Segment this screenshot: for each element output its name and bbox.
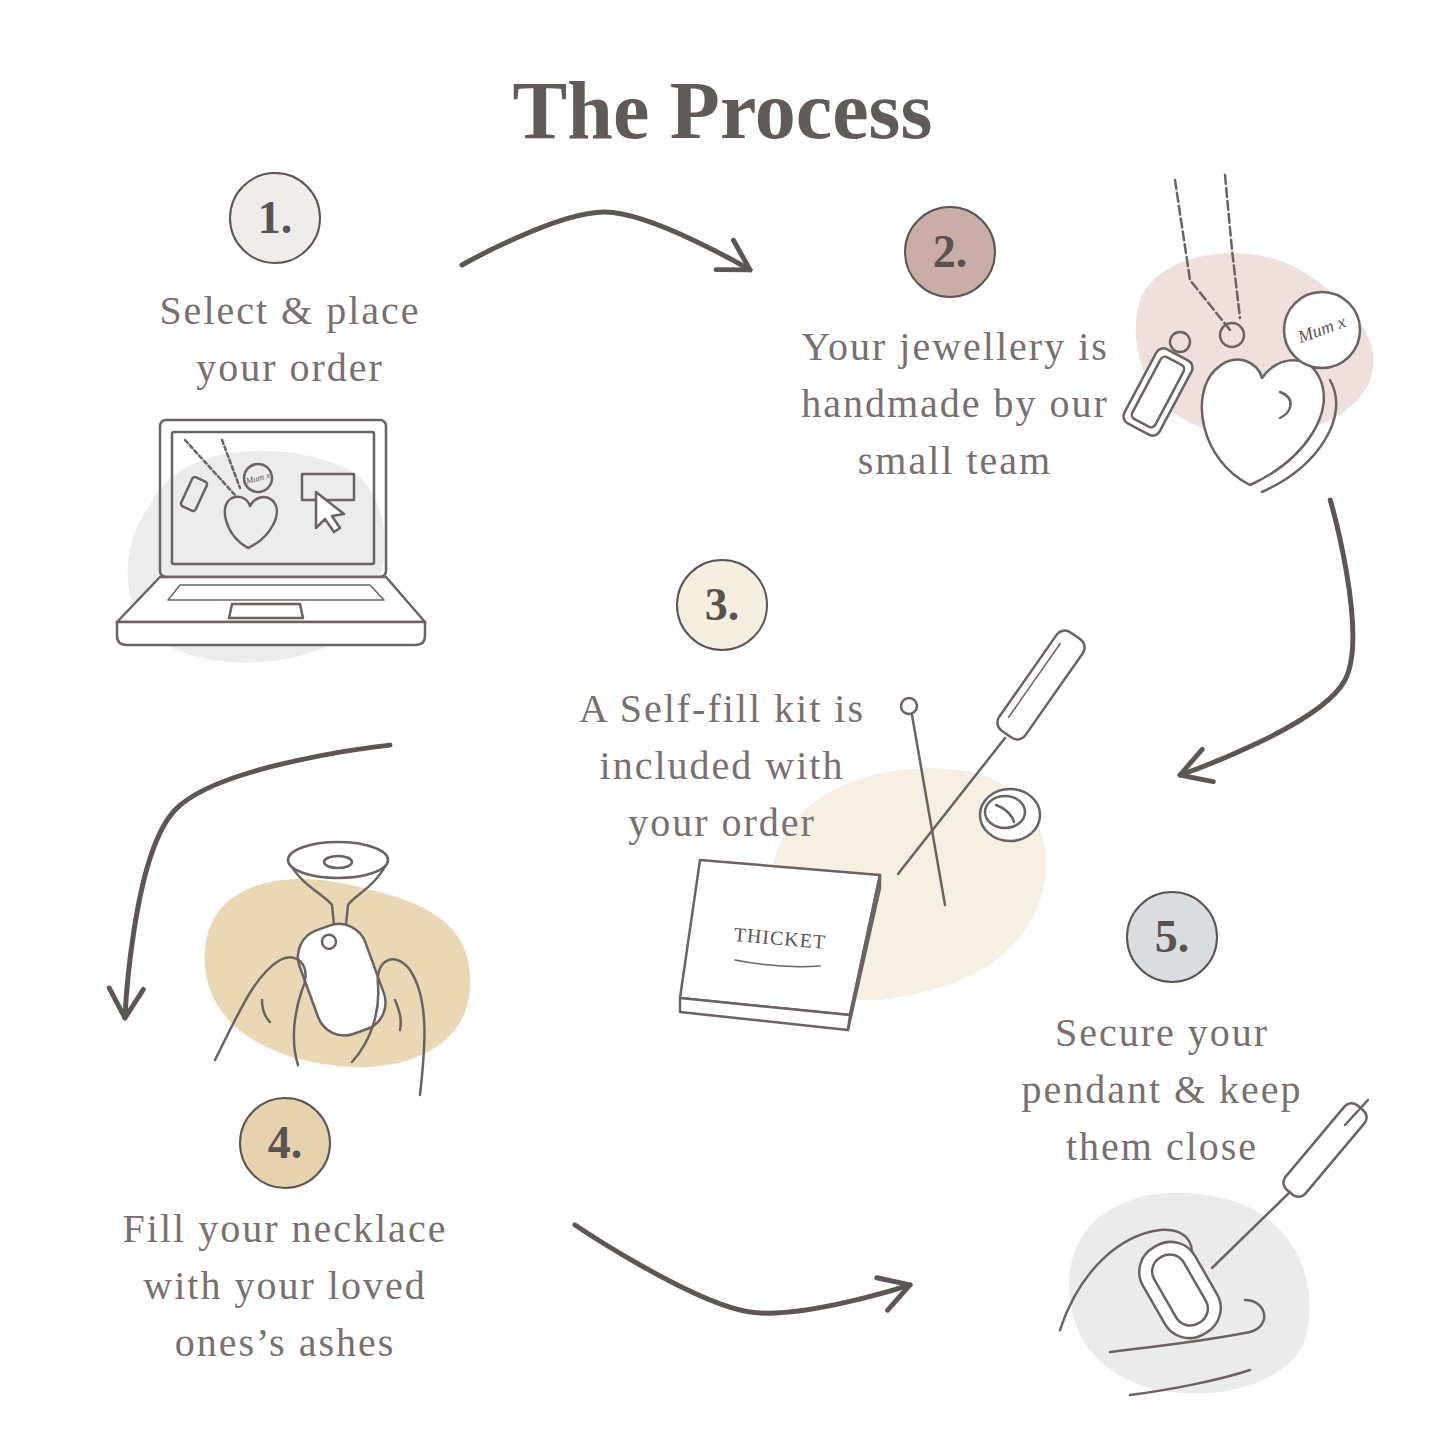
step-description: Select & place your order: [125, 282, 455, 396]
step-description: A Self-fill kit is included with your or…: [557, 680, 887, 851]
process-step: 2. Your jewellery is handmade by our smal…: [750, 200, 1380, 500]
funnel-drawing: [215, 842, 424, 1095]
step-number-circle: 2.: [904, 206, 996, 298]
process-step: 4.Fill your necklace with your loved one…: [95, 1018, 575, 1373]
step-number: 1.: [258, 195, 293, 241]
diagram-title: The Process: [0, 70, 1445, 152]
flow-arrow: [1180, 500, 1353, 775]
process-step: 1.Select & place your order: [130, 170, 462, 400]
flow-arrow: [575, 1225, 910, 1313]
step-description: Secure your pendant & keep them close: [987, 1004, 1337, 1175]
step-number: 3.: [705, 582, 740, 628]
step-number-circle: 1.: [229, 172, 321, 264]
laptop-drawing: [117, 420, 425, 645]
step-description: Your jewellery is handmade by our small …: [765, 318, 1145, 489]
step-number-circle: 3.: [676, 559, 768, 651]
flow-arrow: [462, 212, 750, 270]
process-step: 3. A Self-fill kit is included with your …: [390, 555, 1180, 880]
step-number: 2.: [933, 229, 968, 275]
step-description: Fill your necklace with your loved ones’…: [90, 1200, 480, 1371]
flow-arrow: [125, 745, 390, 1018]
pendant-drawing: [1121, 175, 1360, 492]
step-number-circle: 4.: [239, 1097, 331, 1189]
step-number: 5.: [1155, 914, 1190, 960]
step-number: 4.: [268, 1120, 303, 1166]
step-number-circle: 5.: [1126, 891, 1218, 983]
process-step: 5. Secure your pendant & keep them close: [910, 885, 1370, 1405]
